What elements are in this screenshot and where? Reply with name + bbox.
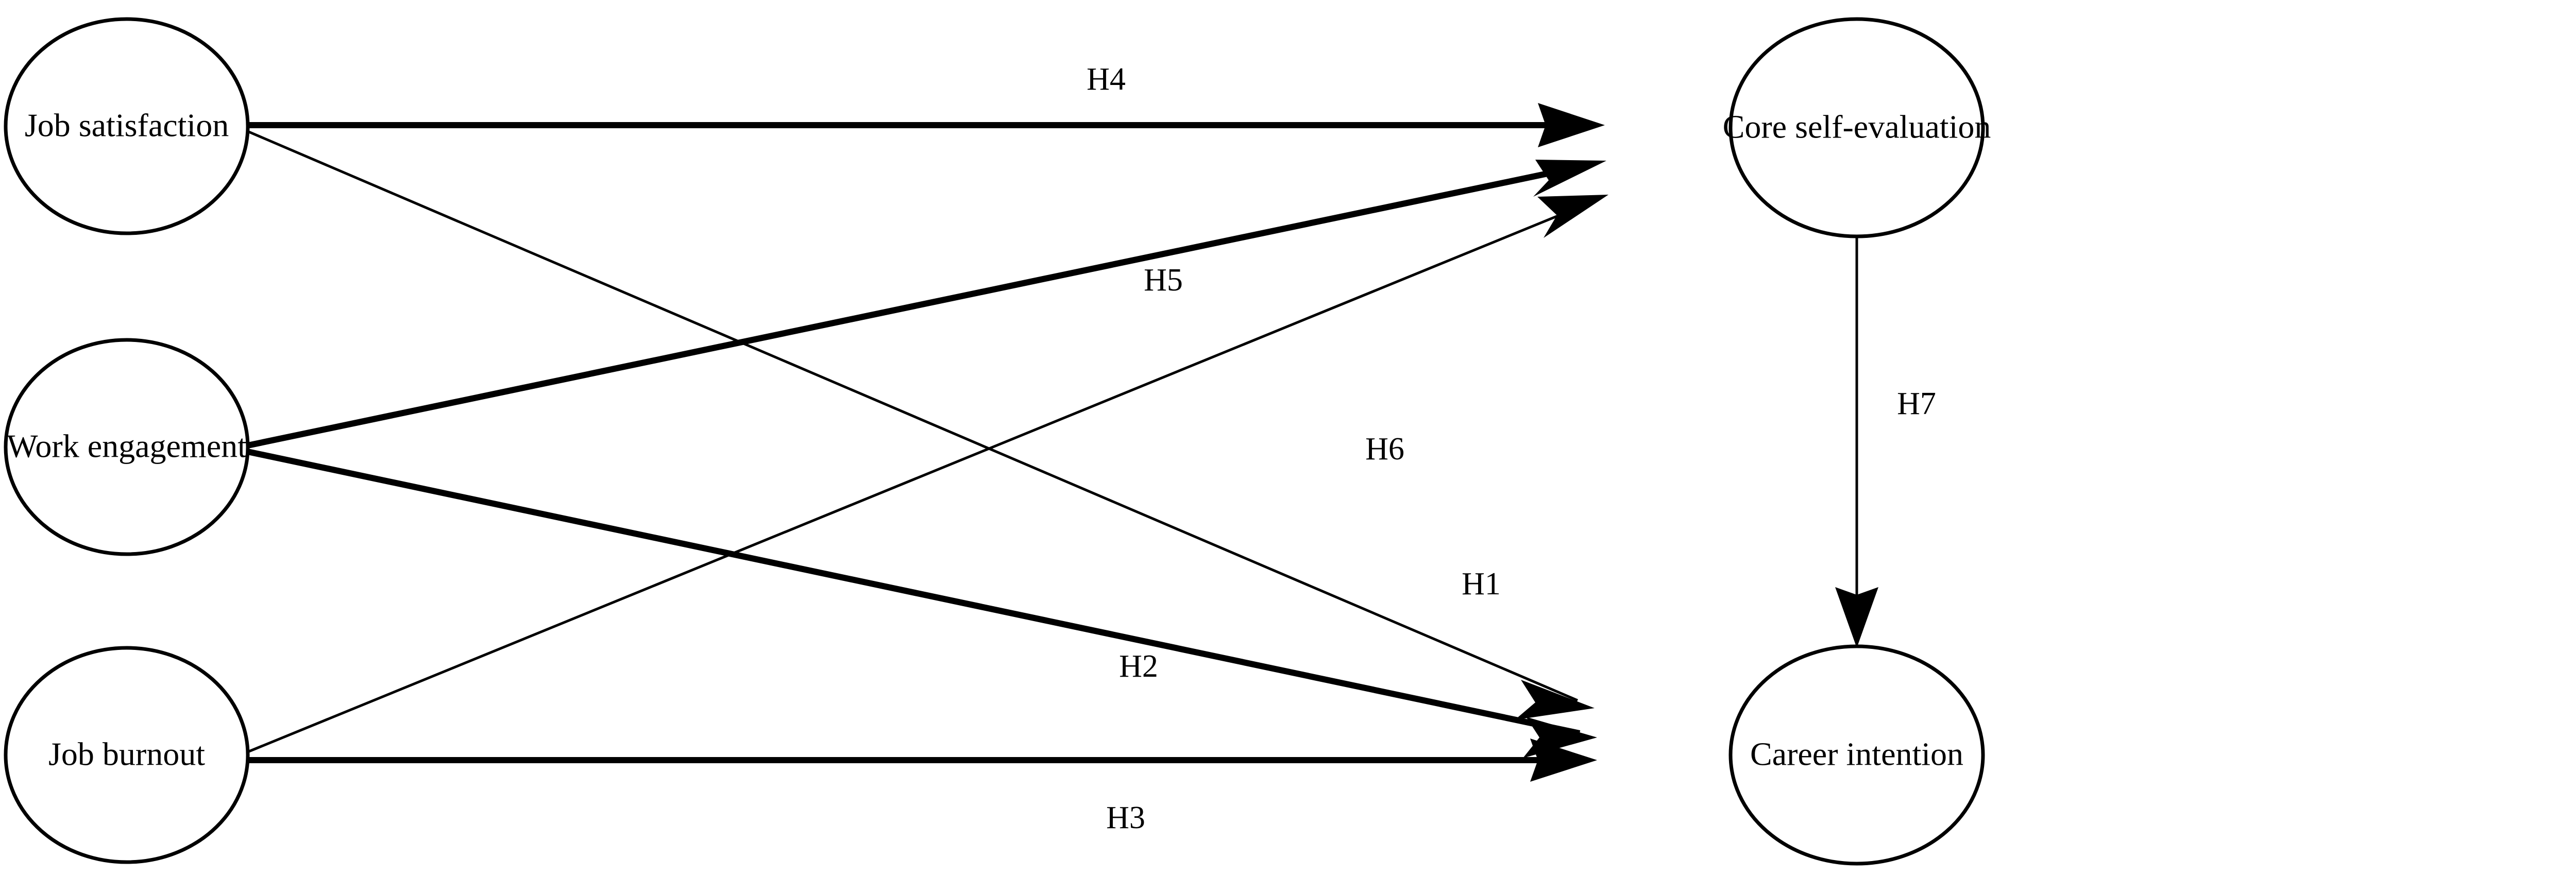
node-work-engagement[interactable]: Work engagement (4, 338, 250, 556)
edge-H7-arrowhead (1835, 587, 1878, 648)
node-core-self-evaluation[interactable]: Core self-evaluation (1723, 17, 1991, 238)
edge-H1-line (245, 129, 1578, 702)
edge-H7-label: H7 (1897, 386, 1936, 421)
edge-H1-arrowhead (1515, 680, 1595, 720)
edge-H2-line (244, 448, 1581, 736)
edge-H7[interactable]: H7 (1835, 236, 1936, 648)
node-work-engagement-label: Work engagement (7, 428, 247, 465)
edge-H6-label: H6 (1365, 432, 1404, 467)
edge-H6[interactable]: H6 (245, 195, 1608, 754)
node-career-intention-shape (1728, 644, 1985, 866)
node-job-burnout[interactable]: Job burnout (4, 646, 250, 864)
edge-H6-arrowhead (1537, 195, 1608, 238)
edge-H4-label: H4 (1087, 62, 1126, 97)
edge-H5-label: H5 (1144, 263, 1183, 298)
edge-H4[interactable]: H4 (245, 62, 1605, 147)
edge-H3-arrowhead (1530, 738, 1597, 782)
edge-H3-label: H3 (1106, 800, 1145, 835)
edge-H4-arrowhead (1538, 103, 1605, 147)
edge-H2-label: H2 (1119, 649, 1158, 684)
edge-H5[interactable]: H5 (244, 160, 1606, 449)
edge-H5-arrowhead (1533, 160, 1606, 197)
node-core-self-evaluation-shape (1728, 17, 1985, 238)
edge-H2[interactable]: H2 (244, 448, 1597, 758)
edge-H1[interactable]: H1 (245, 129, 1595, 720)
edge-H6-line (245, 200, 1592, 754)
node-job-burnout-label: Job burnout (48, 736, 205, 772)
edge-H5-line (244, 162, 1590, 449)
node-core-self-evaluation-label: Core self-evaluation (1723, 109, 1991, 145)
node-job-burnout-shape (4, 646, 250, 864)
node-job-satisfaction-shape (4, 17, 250, 235)
node-career-intention[interactable]: Career intention (1728, 644, 1985, 866)
edge-H3[interactable]: H3 (245, 738, 1597, 835)
edge-H1-label: H1 (1462, 566, 1501, 602)
node-work-engagement-shape (4, 338, 250, 556)
node-career-intention-label: Career intention (1750, 736, 1963, 772)
node-job-satisfaction[interactable]: Job satisfaction (4, 17, 250, 235)
node-job-satisfaction-label: Job satisfaction (25, 107, 229, 144)
